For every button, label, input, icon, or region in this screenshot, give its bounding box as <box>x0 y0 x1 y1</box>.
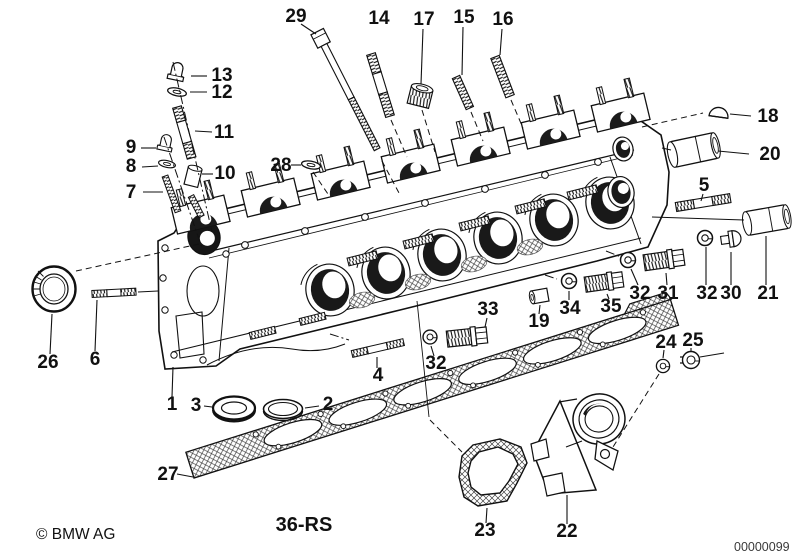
callout-21: 21 <box>757 283 779 304</box>
part-32-washer <box>696 229 714 247</box>
callout-32: 32 <box>629 283 650 304</box>
leader-lines-dashed <box>75 99 704 453</box>
part-18-sealing-cap <box>708 106 729 120</box>
cylinder-head-drawing <box>157 74 670 370</box>
leader-lines <box>49 23 767 524</box>
callout-20: 20 <box>759 144 780 165</box>
callout-26: 26 <box>37 352 58 373</box>
callout-11: 11 <box>214 122 235 143</box>
part-20-plug-sleeve <box>664 131 723 169</box>
callout-32b: 32 <box>696 283 717 304</box>
callout-23: 23 <box>474 520 495 541</box>
part-10-spacer-sleeve <box>183 164 203 189</box>
part-11-stud <box>171 105 197 160</box>
part-12-washer <box>166 85 188 99</box>
copyright-text: © BMW AG <box>36 526 115 543</box>
callout-7: 7 <box>126 182 137 203</box>
stud-in-cap <box>187 193 205 219</box>
callout-18: 18 <box>757 106 778 127</box>
part-15-stud <box>451 74 475 111</box>
part-29-bolt <box>310 27 381 152</box>
callout-5: 5 <box>699 175 710 196</box>
callout-6: 6 <box>90 349 101 370</box>
callout-1: 1 <box>167 394 178 415</box>
part-2-valve-seat-ring <box>262 398 304 422</box>
part-25-nut <box>680 350 701 370</box>
manifold-studs <box>248 184 599 341</box>
callout-15: 15 <box>453 7 475 28</box>
part-14-stud <box>366 51 395 119</box>
callout-31: 31 <box>657 283 679 304</box>
part-16-stud <box>490 54 515 99</box>
part-26-shaft-seal <box>31 265 77 313</box>
callout-17: 17 <box>413 9 434 30</box>
part-23-gasket <box>458 438 528 507</box>
callout-14: 14 <box>368 8 390 29</box>
callout-30: 30 <box>720 283 741 304</box>
part-13-cap-nut <box>166 60 188 83</box>
end-face-bore-upper <box>612 136 634 162</box>
part-33-screw-plug <box>445 324 489 350</box>
axis-lines-dashdot <box>163 61 622 341</box>
callout-24: 24 <box>655 332 677 353</box>
part-5-stud <box>674 193 732 213</box>
part-32-washer <box>619 251 637 269</box>
callout-12: 12 <box>211 82 232 103</box>
part-4-stud <box>350 338 406 359</box>
head-gasket-drawing <box>185 291 680 479</box>
part-6-stud <box>91 287 137 299</box>
callout-25: 25 <box>682 330 704 351</box>
part-22-intake-flange <box>530 393 626 497</box>
end-face-bore-lower <box>607 175 635 209</box>
part-35-screw-plug <box>583 269 625 295</box>
callout-34: 34 <box>559 298 581 319</box>
part-32-washer <box>422 329 438 345</box>
callout-27: 27 <box>157 464 178 485</box>
callout-4: 4 <box>373 365 384 386</box>
callout-22: 22 <box>556 521 577 542</box>
part-34-washer <box>560 272 578 290</box>
callout-2: 2 <box>323 394 334 415</box>
callouts: 29 14 17 15 16 13 12 11 10 9 8 7 28 18 2… <box>37 6 780 542</box>
part-3-valve-seat-ring <box>211 395 257 423</box>
part-30-plug <box>719 230 742 248</box>
callout-19: 19 <box>528 311 549 332</box>
callout-35: 35 <box>600 296 622 317</box>
part-31-screw-plug <box>642 247 686 273</box>
callout-13: 13 <box>211 65 232 86</box>
callout-3: 3 <box>191 395 202 416</box>
part-21-plug-sleeve <box>740 203 794 237</box>
callout-9: 9 <box>126 137 137 158</box>
section-code: 36-RS <box>276 514 333 536</box>
part-24-washer <box>655 358 671 374</box>
callout-8: 8 <box>126 156 137 177</box>
callout-33: 33 <box>477 299 498 320</box>
part-8-washer <box>157 158 177 170</box>
callout-28: 28 <box>270 155 291 176</box>
callout-29: 29 <box>285 6 306 27</box>
part-7-stud <box>161 174 182 214</box>
callout-32c: 32 <box>425 353 446 374</box>
part-17-threaded-insert <box>406 83 434 110</box>
part-19-bushing <box>528 287 550 305</box>
drawing-number: 00000099 <box>734 540 790 554</box>
callout-10: 10 <box>214 163 235 184</box>
callout-16: 16 <box>492 9 513 30</box>
